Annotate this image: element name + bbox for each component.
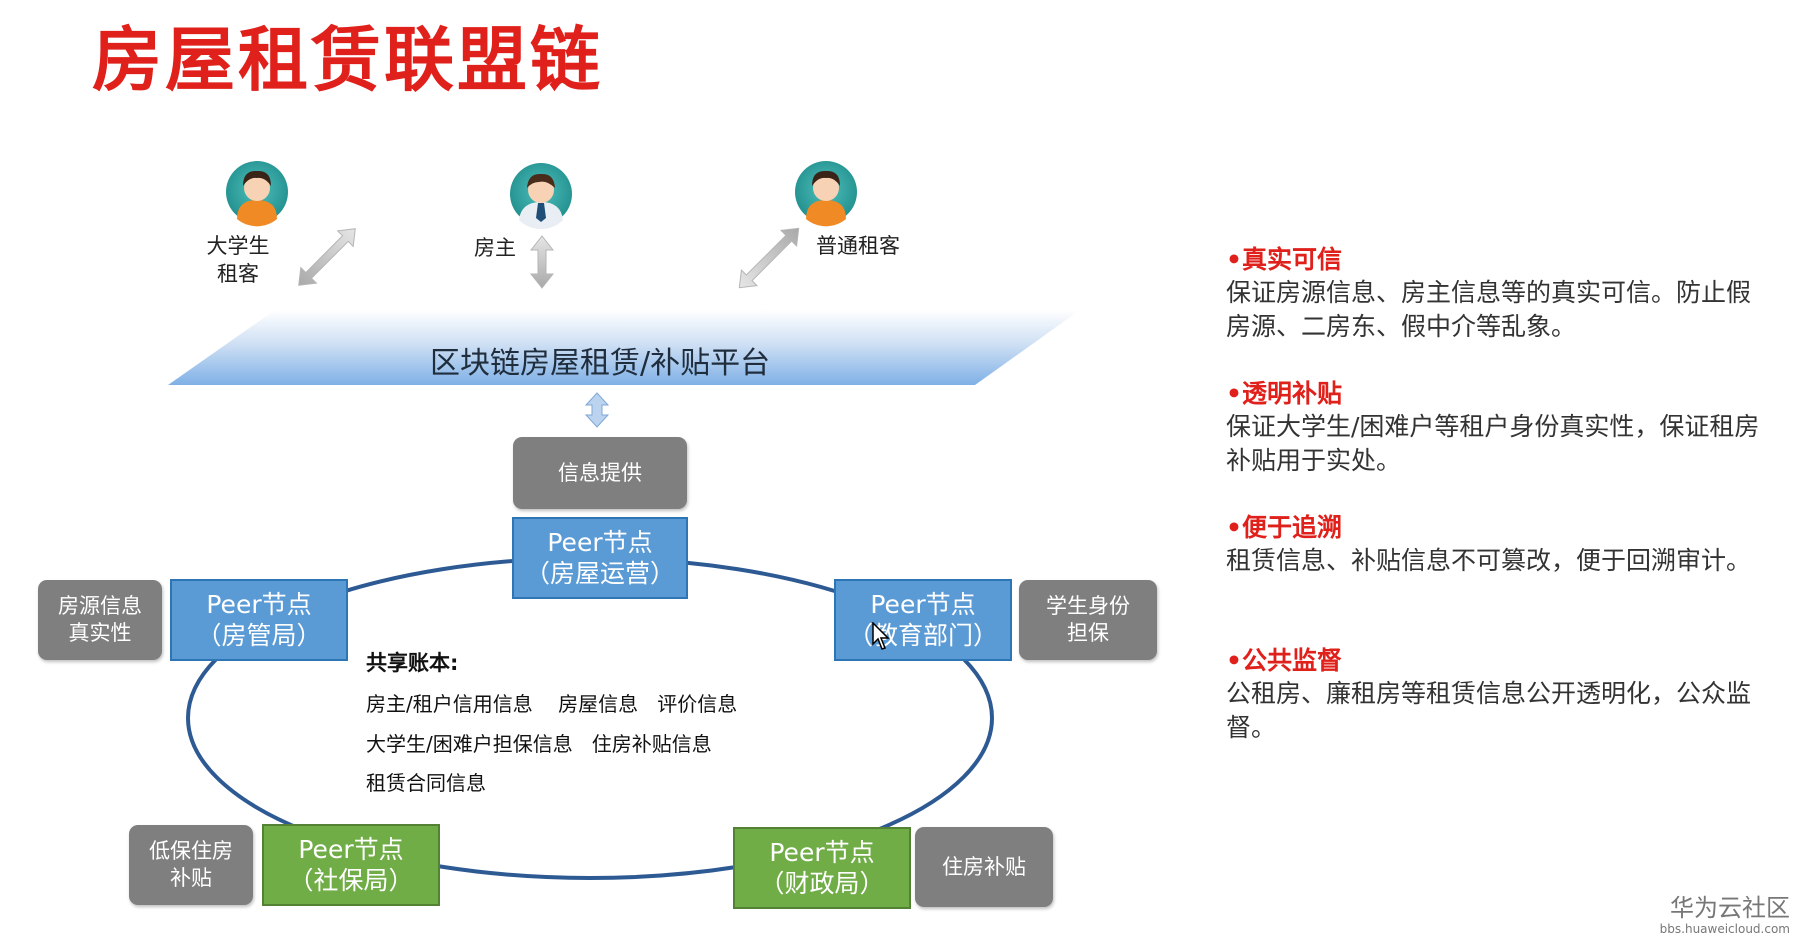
feature-public-supervision: •公共监督 公租房、廉租房等租赁信息公开透明化，公众监督。 bbox=[1226, 645, 1766, 745]
peer-node-title: Peer节点 bbox=[769, 838, 875, 867]
mouse-cursor-icon bbox=[872, 622, 890, 650]
side-box-label: 低保住房 补贴 bbox=[149, 839, 233, 890]
peer-node-housing-ops: Peer节点 （房屋运营） bbox=[512, 517, 688, 599]
tenant-avatar bbox=[795, 161, 857, 227]
peer-node-org: （房管局） bbox=[196, 621, 322, 650]
watermark: 华为云社区 bbs.huaweicloud.com bbox=[1660, 894, 1790, 936]
info-provider-label: 信息提供 bbox=[558, 460, 642, 485]
user-label-landlord: 房主 bbox=[474, 236, 516, 260]
side-box-education: 学生身份 担保 bbox=[1019, 580, 1157, 660]
platform-band bbox=[168, 310, 1080, 385]
platform-label: 区块链房屋租赁/补贴平台 bbox=[430, 346, 771, 381]
feature-body: 保证房源信息、房主信息等的真实可信。防止假房源、二房东、假中介等乱象。 bbox=[1226, 278, 1752, 341]
user-label-student: 大学生 租客 bbox=[206, 234, 270, 286]
peer-node-title: Peer节点 bbox=[547, 528, 653, 557]
feature-heading: •透明补贴 bbox=[1226, 379, 1342, 408]
feature-body: 公租房、廉租房等租赁信息公开透明化，公众监督。 bbox=[1226, 679, 1752, 742]
side-box-social-security: 低保住房 补贴 bbox=[129, 825, 253, 905]
feature-heading: •公共监督 bbox=[1226, 646, 1342, 675]
peer-node-title: Peer节点 bbox=[298, 835, 404, 864]
peer-node-title: Peer节点 bbox=[206, 590, 312, 619]
student-platform-arrow bbox=[298, 228, 356, 286]
ledger-line: 租赁合同信息 bbox=[366, 771, 486, 795]
feature-heading: •真实可信 bbox=[1226, 245, 1342, 274]
feature-body: 保证大学生/困难户等租户身份真实性，保证租房补贴用于实处。 bbox=[1226, 412, 1760, 475]
landlord-avatar bbox=[510, 163, 572, 230]
feature-body: 租赁信息、补贴信息不可篡改，便于回溯审计。 bbox=[1226, 546, 1752, 575]
feature-traceable: •便于追溯 租赁信息、补贴信息不可篡改，便于回溯审计。 bbox=[1226, 512, 1766, 578]
landlord-platform-arrow bbox=[529, 235, 555, 289]
feature-authentic: •真实可信 保证房源信息、房主信息等的真实可信。防止假房源、二房东、假中介等乱象… bbox=[1226, 244, 1766, 344]
student-avatar bbox=[226, 161, 288, 227]
side-box-finance: 住房补贴 bbox=[915, 827, 1053, 907]
peer-node-education: Peer节点 （教育部门） bbox=[834, 579, 1012, 661]
user-label-tenant: 普通租客 bbox=[816, 234, 900, 258]
watermark-brand: 华为云社区 bbox=[1670, 894, 1790, 922]
info-provider-box: 信息提供 bbox=[513, 437, 687, 509]
peer-node-org: （财政局） bbox=[759, 869, 885, 898]
peer-node-title: Peer节点 bbox=[870, 590, 976, 619]
feature-transparent-subsidy: •透明补贴 保证大学生/困难户等租户身份真实性，保证租房补贴用于实处。 bbox=[1226, 378, 1766, 478]
peer-node-housing-bureau: Peer节点 （房管局） bbox=[170, 579, 348, 661]
ledger-line: 房主/租户信用信息 房屋信息 评价信息 bbox=[366, 692, 738, 716]
side-box-housing-bureau: 房源信息 真实性 bbox=[38, 580, 162, 660]
ledger-line: 大学生/困难户担保信息 住房补贴信息 bbox=[366, 732, 712, 756]
peer-node-social-security: Peer节点 （社保局） bbox=[262, 824, 440, 906]
peer-node-finance: Peer节点 （财政局） bbox=[733, 827, 911, 909]
tenant-platform-arrow bbox=[738, 227, 800, 289]
watermark-url: bbs.huaweicloud.com bbox=[1659, 922, 1790, 936]
side-box-label: 学生身份 担保 bbox=[1046, 594, 1130, 645]
feature-heading: •便于追溯 bbox=[1226, 513, 1342, 542]
side-box-label: 房源信息 真实性 bbox=[58, 594, 142, 645]
peer-node-org: （社保局） bbox=[288, 866, 414, 895]
platform-info-arrow bbox=[584, 392, 610, 428]
ledger-title: 共享账本: bbox=[366, 651, 459, 675]
page-title: 房屋租赁联盟链 bbox=[92, 19, 603, 101]
peer-node-org: （教育部门） bbox=[847, 621, 998, 650]
side-box-label: 住房补贴 bbox=[942, 854, 1026, 879]
diagram-canvas bbox=[168, 161, 1080, 880]
peer-node-org: （房屋运营） bbox=[524, 559, 675, 588]
